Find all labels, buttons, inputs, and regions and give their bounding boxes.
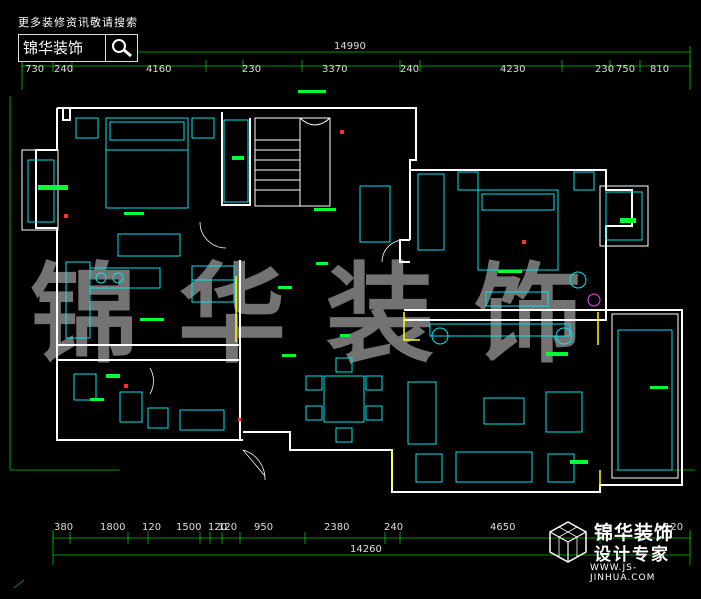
- bottom-segment-label: 120: [208, 522, 227, 533]
- furniture: [27, 117, 673, 483]
- bottom-segment-label: 2380: [324, 522, 349, 533]
- top-segment-label: 730: [25, 64, 44, 75]
- watermark-text: 锦华装饰: [30, 253, 622, 378]
- logo-line2: 设计专家: [594, 545, 670, 565]
- bottom-segment-label: 950: [254, 522, 273, 533]
- red-markers: [64, 130, 526, 421]
- bottom-segment-label: 120: [664, 522, 683, 533]
- search-icon[interactable]: [106, 35, 137, 61]
- top-segment-label: 4160: [146, 64, 171, 75]
- top-segment-label: 230: [242, 64, 261, 75]
- company-logo: 锦华装饰 设计专家 WWW.JS-JINHUA.COM: [546, 518, 696, 583]
- bottom-segment-label: 120: [218, 522, 237, 533]
- top-dimension-ticks: [21, 60, 691, 72]
- top-segment-label: 230: [595, 64, 614, 75]
- bottom-dimension-ticks: [52, 532, 691, 544]
- bottom-segment-label: 120: [142, 522, 161, 533]
- bottom-segment-label: 4650: [490, 522, 515, 533]
- room-tags: [38, 90, 668, 464]
- bottom-segment-label: 1800: [100, 522, 125, 533]
- brand-search-box[interactable]: 锦华装饰: [18, 34, 138, 62]
- bottom-segment-label: 380: [54, 522, 73, 533]
- door-swings: [149, 221, 405, 481]
- top-segment-label: 240: [400, 64, 419, 75]
- top-segment-label: 810: [650, 64, 669, 75]
- logo-line1: 锦华装饰: [594, 522, 675, 544]
- brand-search-label: 锦华装饰: [19, 35, 106, 61]
- yellow-partitions: [235, 276, 601, 488]
- top-segment-label: 3370: [322, 64, 347, 75]
- top-total-dimension: 14990: [334, 41, 366, 52]
- staircase: [254, 117, 331, 207]
- top-segment-label: 4230: [500, 64, 525, 75]
- bottom-total-dimension: 14260: [350, 544, 382, 555]
- logo-url: WWW.JS-JINHUA.COM: [590, 563, 656, 583]
- cube-logo-icon: [549, 521, 587, 563]
- bottom-segment-label: 1500: [176, 522, 201, 533]
- search-hint-text: 更多装修资讯敬请搜索: [18, 16, 138, 29]
- top-segment-label: 240: [54, 64, 73, 75]
- top-segment-label: 750: [616, 64, 635, 75]
- bottom-segment-label: 240: [384, 522, 403, 533]
